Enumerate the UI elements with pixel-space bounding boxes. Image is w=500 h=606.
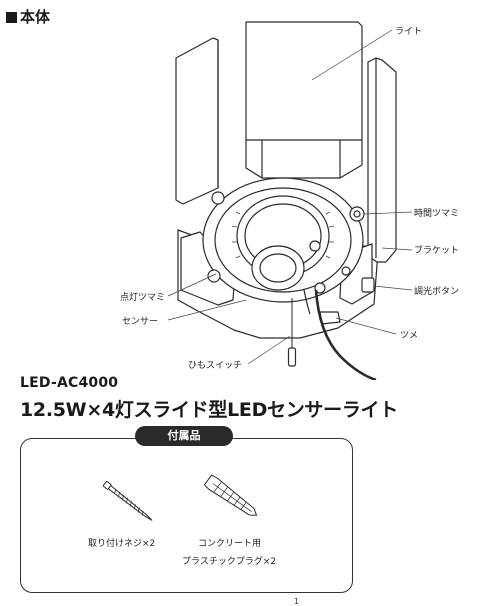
section-heading: 本体 xyxy=(6,6,50,27)
product-diagram xyxy=(167,21,413,380)
accessories-title: 付属品 xyxy=(135,426,233,446)
top-light-panel xyxy=(245,21,363,179)
label-timer-knob: 時間ツマミ xyxy=(414,209,460,219)
label-light: ライト xyxy=(395,27,423,37)
sensor-dome xyxy=(251,245,305,291)
label-sensor: センサー xyxy=(122,317,159,327)
section-title: 本体 xyxy=(20,8,51,26)
lighting-knob-shape xyxy=(211,191,225,205)
label-pull-switch: ひもスイッチ xyxy=(188,361,243,371)
model-number: LED-AC4000 xyxy=(20,375,119,391)
screw-illustration xyxy=(102,481,153,521)
label-brightness-button: 調光ボタン xyxy=(414,287,460,297)
power-cable xyxy=(314,289,377,380)
label-claw: ツメ xyxy=(400,331,419,341)
brightness-button-shape xyxy=(361,277,375,293)
label-lighting-knob: 点灯ツマミ xyxy=(120,293,166,303)
label-bracket: ブラケット xyxy=(414,246,460,256)
product-name: 12.5W×4灯スライド型LEDセンサーライト xyxy=(20,399,398,421)
plug-label-line2: プラスチックプラグ×2 xyxy=(182,557,277,567)
screw-label: 取り付けネジ×2 xyxy=(88,539,156,549)
square-bullet-icon xyxy=(6,12,17,23)
page-number: 1 xyxy=(294,597,300,606)
pull-cord-handle xyxy=(287,347,297,367)
plastic-plug-illustration xyxy=(203,474,258,516)
plug-label-line1: コンクリート用 xyxy=(198,539,262,549)
